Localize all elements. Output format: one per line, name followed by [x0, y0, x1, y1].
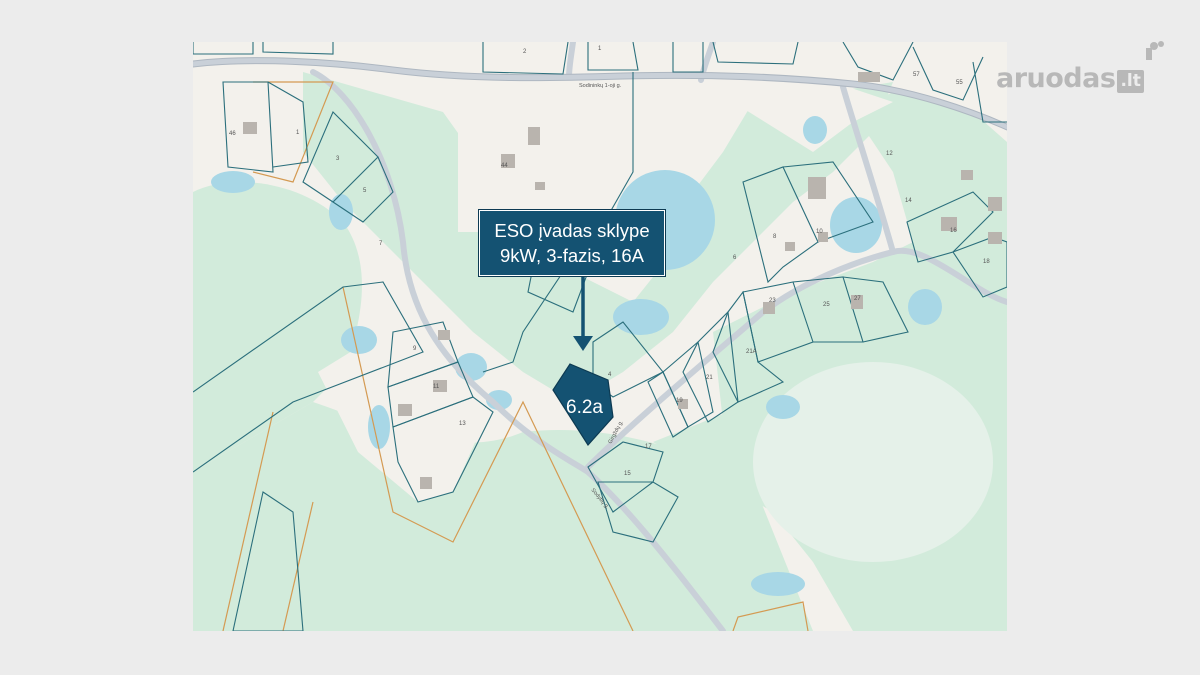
parcel-number: 46: [229, 131, 236, 137]
parcel-number: 19: [676, 398, 683, 404]
parcel-area-label: 6.2a: [566, 397, 603, 418]
eso-connection-callout: ESO įvadas sklype 9kW, 3-fazis, 16A: [478, 209, 666, 277]
street-name: Sodininkų 1-oji g.: [579, 83, 622, 89]
callout-line-2: 9kW, 3-fazis, 16A: [500, 245, 644, 266]
parcel-number: 1: [598, 46, 602, 52]
parcel-number: 3: [336, 156, 340, 162]
buildings: [243, 72, 1002, 489]
parcel-number: 4: [608, 372, 612, 378]
callout-line-1: ESO įvadas sklype: [494, 220, 650, 241]
parcel-number: 15: [624, 471, 631, 477]
parcel-number: 10: [816, 229, 823, 235]
orange-boundaries: [222, 81, 809, 631]
house-chimney-icon: [1146, 41, 1164, 60]
parcel-number-labels: 2 1 57 55 46 1 3 5 7 44 12 14 8 10 16 18…: [229, 46, 990, 477]
cadastral-map[interactable]: 2 1 57 55 46 1 3 5 7 44 12 14 8 10 16 18…: [193, 42, 1007, 631]
parcel-number: 25: [823, 302, 830, 308]
callout-arrow: [573, 276, 593, 351]
parcel-number: 16: [950, 228, 957, 234]
road-edges: [193, 57, 1007, 131]
parcel-number: 7: [379, 241, 383, 247]
parcel-number: 44: [501, 163, 508, 169]
parcel-number: 13: [459, 421, 466, 427]
parcel-number: 21A: [746, 349, 757, 355]
aruodas-logo[interactable]: aruodas .lt: [996, 41, 1164, 98]
hatched-area: [753, 362, 993, 562]
parcel-number: 5: [363, 188, 367, 194]
parcel-number: 12: [886, 151, 893, 157]
parcel-number: 21: [706, 375, 713, 381]
parcel-number: 17: [645, 444, 652, 450]
map-canvas: 2 1 57 55 46 1 3 5 7 44 12 14 8 10 16 18…: [193, 42, 1007, 631]
roads: [193, 42, 1007, 631]
parcel-number: 27: [854, 296, 861, 302]
parcel-number: 57: [913, 72, 920, 78]
parcel-number: 18: [983, 259, 990, 265]
parcel-number: 2: [523, 49, 527, 55]
parcel-number: 9: [413, 346, 417, 352]
water-bodies: [211, 116, 942, 596]
parcel-number: 6: [733, 255, 737, 261]
parcel-number: 11: [433, 384, 440, 390]
logo-tld: .lt: [1117, 69, 1144, 93]
highlighted-parcel[interactable]: [552, 363, 614, 446]
parcel-number: 55: [956, 80, 963, 86]
logo-name: aruodas: [996, 62, 1116, 94]
parcel-number: 1: [296, 130, 300, 136]
parcel-number: 8: [773, 234, 777, 240]
parcel-number: 23: [769, 298, 776, 304]
parcel-number: 14: [905, 198, 912, 204]
